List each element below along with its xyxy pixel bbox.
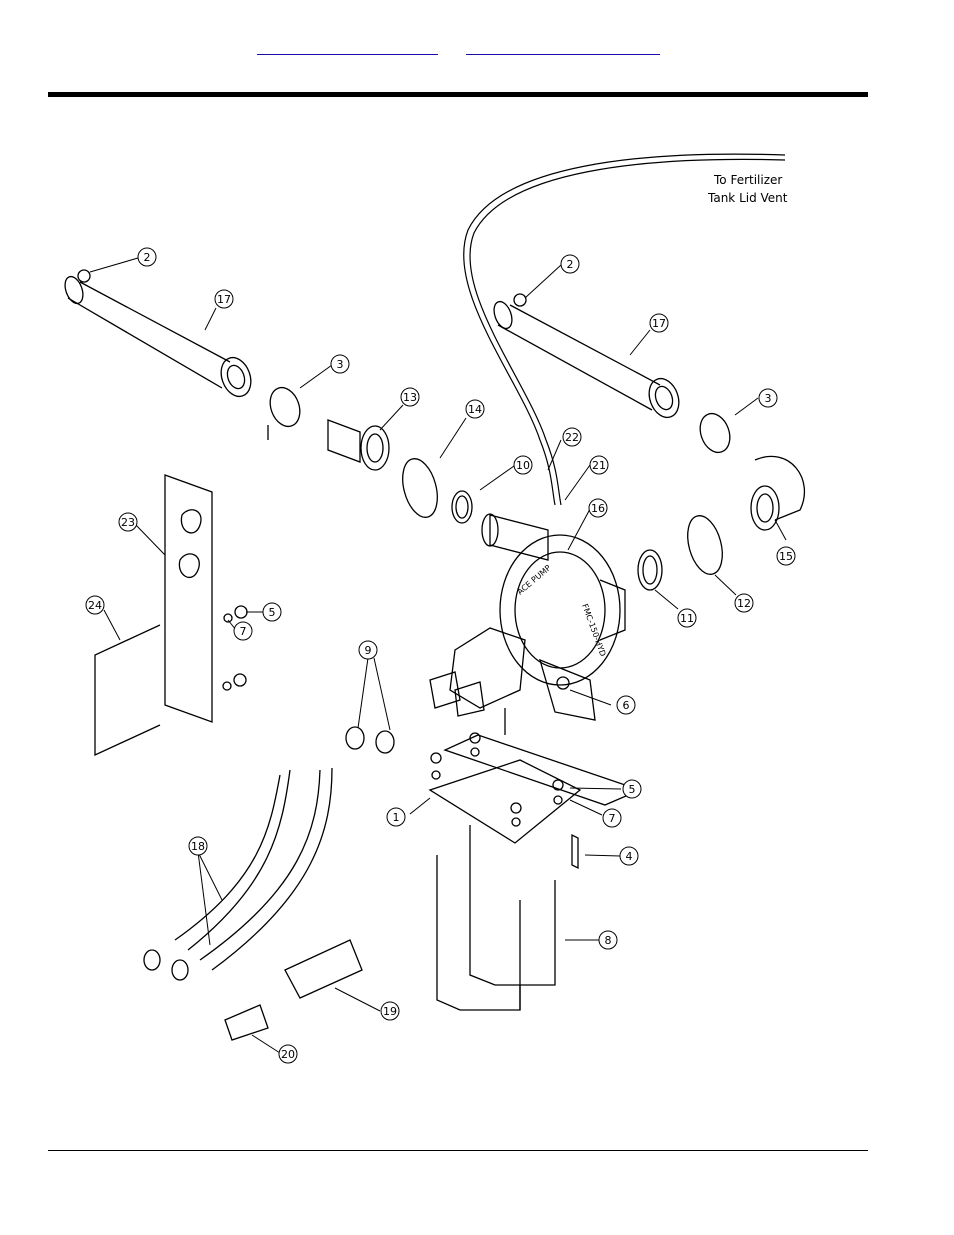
callout-15-text: 15	[779, 550, 793, 563]
callout-10-text: 10	[516, 459, 530, 472]
callout-11-text: 11	[680, 612, 694, 625]
callout-5-left-text: 5	[269, 606, 276, 619]
footer-rule	[48, 1150, 868, 1151]
parts-diagram: ACE PUMP FMC-150-HYD To Fertilizer Tank …	[62, 142, 817, 1074]
vent-note-line1: To Fertilizer	[713, 173, 782, 187]
callout-8-text: 8	[605, 934, 612, 947]
header-rule	[48, 92, 868, 97]
callout-21-text: 21	[592, 459, 606, 472]
callout-12-text: 12	[737, 597, 751, 610]
callout-18-text: 18	[191, 840, 205, 853]
callout-3-left-text: 3	[337, 358, 344, 371]
vent-note-line2: Tank Lid Vent	[707, 191, 788, 205]
callout-13-text: 13	[403, 391, 417, 404]
callout-6-text: 6	[623, 699, 630, 712]
callout-2-right-text: 2	[567, 258, 574, 271]
callout-14-text: 14	[468, 403, 482, 416]
callout-23-text: 23	[121, 516, 135, 529]
callout-20-text: 20	[281, 1048, 295, 1061]
callout-16-text: 16	[591, 502, 605, 515]
callout-3-right-text: 3	[765, 392, 772, 405]
callout-5-right-text: 5	[629, 783, 636, 796]
callout-1-text: 1	[393, 811, 400, 824]
callout-19-text: 19	[383, 1005, 397, 1018]
nav-link-2[interactable]	[466, 36, 660, 55]
callout-17-right-text: 17	[652, 317, 666, 330]
exploded-view-drawing: ACE PUMP FMC-150-HYD To Fertilizer Tank …	[62, 142, 817, 1074]
callout-7-left-text: 7	[240, 625, 247, 638]
nav-link-1[interactable]	[257, 36, 438, 55]
callout-2-left-text: 2	[144, 251, 151, 264]
callout-4-text: 4	[626, 850, 633, 863]
callout-24-text: 24	[88, 599, 102, 612]
callout-9-text: 9	[365, 644, 372, 657]
callout-7-right-text: 7	[609, 812, 616, 825]
callout-22-text: 22	[565, 431, 579, 444]
callout-17-left-text: 17	[217, 293, 231, 306]
